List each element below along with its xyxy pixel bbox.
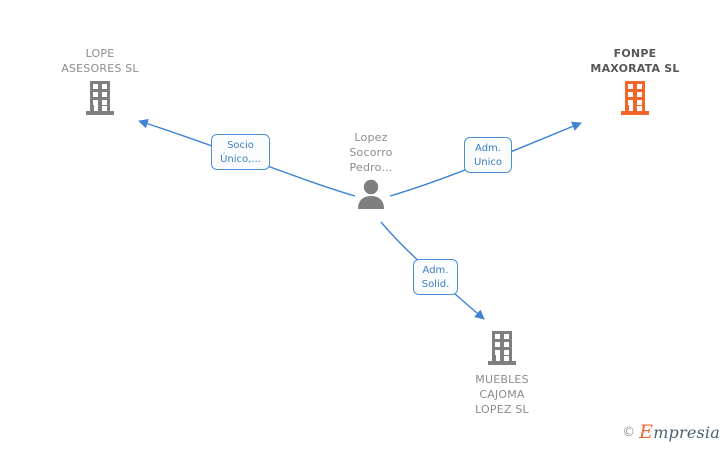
node-label-lopez-socorro-pedro: Lopez Socorro Pedro...: [349, 131, 393, 174]
copyright-symbol: ©: [622, 425, 636, 440]
node-label-lope-asesores: LOPE ASESORES SL: [61, 47, 139, 75]
graph-node-lope-asesores[interactable]: LOPE ASESORES SL: [20, 46, 180, 116]
graph-node-muebles-cajoma-lopez[interactable]: MUEBLES CAJOMA LOPEZ SL: [422, 330, 582, 417]
empresia-logo-text: mpresia: [653, 423, 720, 442]
edge-label-socio-unico[interactable]: Socio Único,...: [211, 134, 270, 170]
empresia-watermark: © Empresia: [622, 423, 720, 442]
graph-node-fonpe-maxorata[interactable]: FONPE MAXORATA SL: [555, 46, 715, 116]
building-icon: [86, 81, 114, 115]
person-icon: [358, 179, 384, 209]
node-label-muebles-cajoma-lopez: MUEBLES CAJOMA LOPEZ SL: [475, 373, 529, 416]
empresia-logo: Empresia: [639, 423, 720, 442]
empresia-logo-capital: E: [639, 421, 654, 443]
graph-node-lopez-socorro-pedro[interactable]: Lopez Socorro Pedro...: [291, 130, 451, 209]
building-icon: [621, 81, 649, 115]
building-icon: [488, 331, 516, 365]
node-label-fonpe-maxorata: FONPE MAXORATA SL: [590, 47, 680, 75]
edge-label-adm-unico[interactable]: Adm. Unico: [464, 137, 512, 173]
edge-label-adm-solid[interactable]: Adm. Solid.: [413, 259, 458, 295]
